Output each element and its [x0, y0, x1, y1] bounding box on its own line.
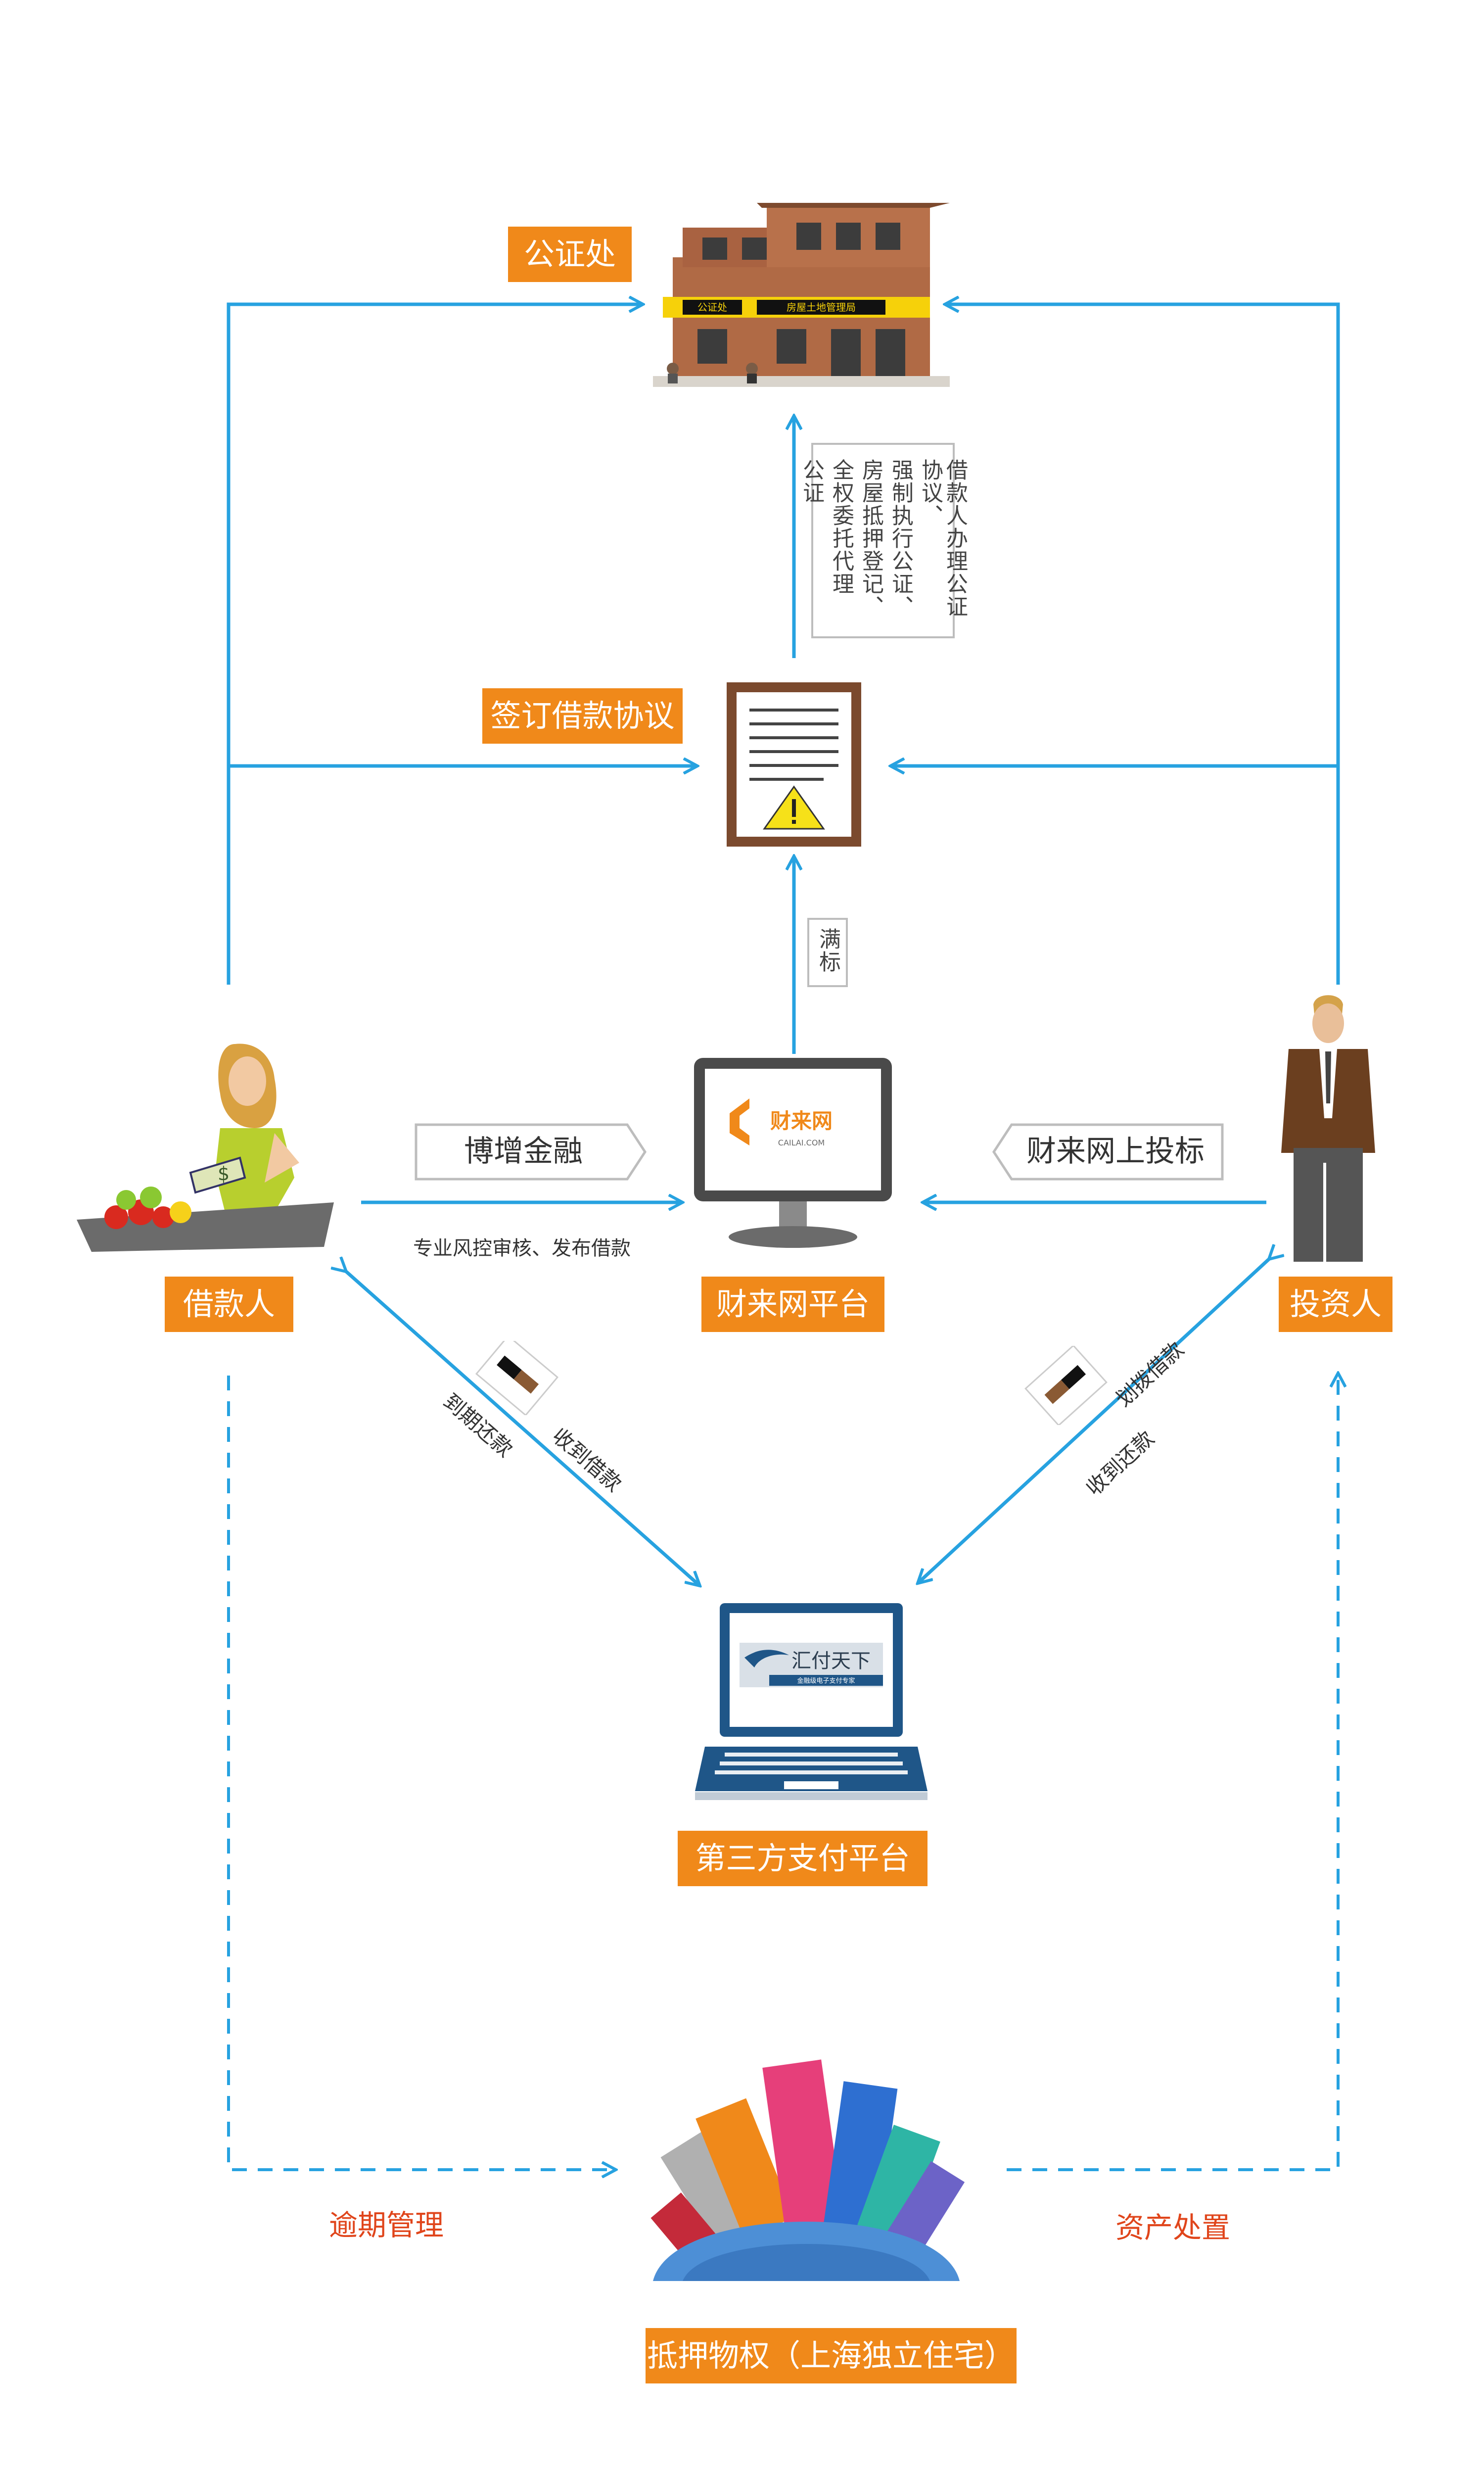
collateral-city-icon	[650, 2059, 965, 2281]
borrower-label: 借款人	[165, 1277, 293, 1332]
borrower-tag: 博增金融	[464, 1134, 583, 1169]
borrower-woman-icon: $	[77, 1044, 334, 1252]
notary-label: 公证处	[508, 227, 632, 282]
notary-building-icon: 公证处 房屋土地管理局	[653, 203, 950, 387]
investor-tag: 财来网上投标	[1026, 1134, 1205, 1169]
investor-man-icon	[1281, 995, 1375, 1262]
disposal-text: 资产处置	[1115, 2211, 1231, 2244]
notary-step-4: 全权委托代理	[829, 459, 854, 595]
agreement-document-icon	[727, 682, 861, 847]
handshake-icon-right	[1024, 1346, 1108, 1425]
notary-step-3: 房屋抵押登记、	[858, 459, 883, 618]
building-sign-land-bureau: 房屋土地管理局	[787, 301, 856, 313]
agreement-label: 签订借款协议	[482, 688, 683, 744]
payment-logo-name: 汇付天下	[791, 1650, 871, 1672]
handshake-icon-left	[475, 1341, 559, 1415]
payment-label: 第三方支付平台	[678, 1831, 928, 1886]
collateral-label: 抵押物权（上海独立住宅）	[646, 2328, 1017, 2383]
platform-note: 专业风控审核、发布借款	[413, 1237, 631, 1260]
investor-label: 投资人	[1279, 1277, 1392, 1332]
full-tag: 满标	[815, 928, 840, 973]
payment-laptop-icon: 汇付天下 金融级电子支付专家	[695, 1603, 928, 1800]
notary-step-2: 强制执行公证、	[888, 459, 913, 618]
borrower-payment-line	[346, 1272, 700, 1586]
overdue-dashed-line	[227, 1376, 616, 2170]
notary-step-5: 公证	[799, 459, 824, 504]
notary-step-1: 借款人办理公证协议、	[918, 459, 968, 618]
platform-label: 财来网平台	[701, 1277, 884, 1332]
platform-logo-name: 财来网	[770, 1109, 833, 1133]
full-tag-box: 满标	[807, 918, 848, 987]
investor-tag-shape	[992, 1123, 1224, 1181]
svg-text:$: $	[218, 1163, 230, 1185]
platform-logo-url: CAILAI.COM	[778, 1138, 825, 1147]
notary-steps-box: 借款人办理公证协议、 强制执行公证、 房屋抵押登记、 全权委托代理 公证	[799, 443, 968, 638]
borrower-tag-shape	[415, 1123, 647, 1181]
building-sign-notary: 公证处	[697, 301, 727, 313]
payment-logo-sub: 金融级电子支付专家	[797, 1677, 855, 1685]
investor-payment-line	[918, 1259, 1269, 1583]
borrower-to-notary-line	[227, 304, 643, 985]
investor-to-notary-line	[945, 304, 1340, 985]
disposal-dashed-line	[1007, 1373, 1338, 2171]
overdue-text: 逾期管理	[329, 2208, 444, 2242]
platform-monitor-icon: 财来网 CAILAI.COM	[694, 1058, 892, 1248]
